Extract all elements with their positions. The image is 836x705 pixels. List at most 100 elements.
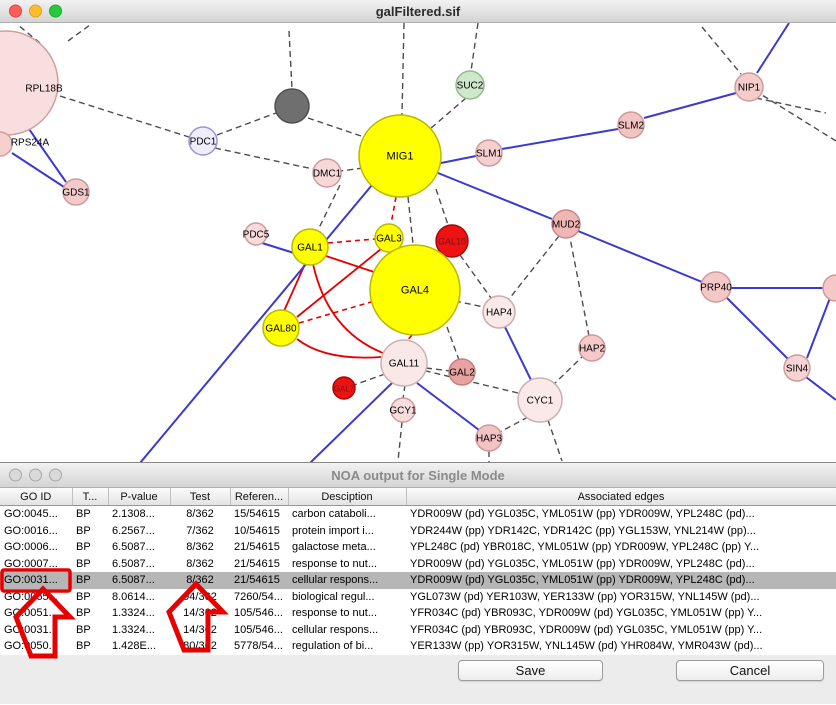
network-edge[interactable]: [312, 263, 384, 354]
network-edge[interactable]: [216, 112, 277, 136]
network-edge[interactable]: [425, 367, 451, 372]
network-window-titlebar[interactable]: galFiltered.sif: [0, 0, 836, 23]
cancel-button[interactable]: Cancel: [676, 660, 824, 681]
network-edge[interactable]: [470, 23, 479, 72]
network-node-gds1[interactable]: GDS1: [62, 178, 90, 206]
network-edge[interactable]: [59, 95, 190, 138]
network-edge[interactable]: [806, 297, 831, 359]
network-node-sin4[interactable]: SIN4: [783, 354, 811, 382]
network-edge[interactable]: [11, 152, 65, 188]
network-edge[interactable]: [726, 297, 789, 360]
network-edge[interactable]: [577, 230, 703, 283]
network-node-suc2[interactable]: SUC2: [455, 70, 485, 100]
network-edge[interactable]: [701, 26, 742, 75]
column-header-1[interactable]: T...: [72, 488, 109, 506]
network-edge[interactable]: [499, 416, 529, 433]
network-edge[interactable]: [296, 248, 382, 318]
network-edge[interactable]: [429, 97, 467, 130]
network-node-pdc1[interactable]: PDC1: [188, 126, 218, 156]
network-node-prp40[interactable]: PRP40: [700, 271, 732, 303]
network-edge[interactable]: [440, 155, 477, 164]
network-node-edge-node[interactable]: [822, 274, 836, 302]
minimize-button[interactable]: [29, 468, 42, 482]
network-node-hap4[interactable]: HAP4: [482, 295, 516, 329]
network-edge[interactable]: [261, 242, 295, 254]
network-edge[interactable]: [325, 255, 375, 273]
network-node-hap3[interactable]: HAP3: [475, 424, 503, 452]
network-node-mud2[interactable]: MUD2: [551, 209, 581, 239]
close-button[interactable]: [9, 468, 22, 482]
network-edge[interactable]: [327, 238, 376, 244]
zoom-button[interactable]: [49, 4, 62, 18]
column-header-5[interactable]: Desciption: [288, 488, 407, 506]
network-node-gal80[interactable]: GAL80: [262, 309, 300, 347]
noa-window-titlebar[interactable]: NOA output for Single Mode: [0, 463, 836, 488]
network-edge[interactable]: [755, 97, 827, 114]
network-node-cyc1[interactable]: CYC1: [517, 377, 563, 423]
network-node-gal10[interactable]: GAL10: [435, 224, 469, 258]
network-edge[interactable]: [501, 128, 619, 150]
network-node-nip1[interactable]: NIP1: [734, 72, 764, 102]
network-edge[interactable]: [288, 30, 293, 90]
network-node-gal1[interactable]: GAL1: [291, 228, 329, 266]
network-edge[interactable]: [309, 382, 393, 463]
network-edge[interactable]: [446, 326, 460, 361]
network-edge[interactable]: [317, 184, 341, 231]
column-header-0[interactable]: GO ID: [0, 488, 73, 506]
zoom-button[interactable]: [49, 468, 62, 482]
network-edge[interactable]: [390, 196, 397, 225]
minimize-button[interactable]: [29, 4, 42, 18]
network-edge[interactable]: [805, 376, 836, 401]
network-node-hap2[interactable]: HAP2: [578, 334, 606, 362]
column-header-3[interactable]: Test: [170, 488, 231, 506]
column-header-4[interactable]: Referen...: [230, 488, 289, 506]
network-node-gal11[interactable]: GAL11: [380, 339, 428, 387]
network-edge[interactable]: [761, 94, 836, 142]
column-header-6[interactable]: Associated edges: [406, 488, 836, 506]
network-edge[interactable]: [504, 326, 532, 381]
network-edge[interactable]: [643, 92, 737, 119]
network-edge[interactable]: [508, 235, 560, 300]
network-edge[interactable]: [454, 300, 485, 308]
network-node-rps24a[interactable]: RPS24A: [0, 131, 50, 157]
network-edge[interactable]: [353, 373, 386, 386]
network-edge[interactable]: [402, 384, 406, 400]
network-edge[interactable]: [139, 184, 373, 463]
network-edge[interactable]: [214, 147, 314, 170]
network-edge[interactable]: [296, 338, 382, 359]
network-edge[interactable]: [401, 23, 405, 116]
network-node-gray-node[interactable]: [274, 88, 310, 124]
network-edge[interactable]: [397, 421, 403, 462]
save-button[interactable]: Save: [458, 660, 603, 681]
network-node-gal2[interactable]: GAL2: [448, 358, 476, 386]
network-edge[interactable]: [569, 237, 590, 337]
network-node-pdc5[interactable]: PDC5: [243, 222, 270, 246]
network-edge[interactable]: [407, 196, 414, 245]
network-node-gal4[interactable]: GAL4: [369, 244, 461, 336]
network-node-slm2[interactable]: SLM2: [617, 111, 645, 139]
network-edge[interactable]: [756, 23, 790, 74]
network-edge[interactable]: [340, 167, 364, 172]
network-edge[interactable]: [307, 117, 368, 139]
network-edge[interactable]: [547, 419, 563, 462]
network-node-slm1[interactable]: SLM1: [475, 139, 503, 167]
network-edge[interactable]: [283, 263, 306, 312]
close-button[interactable]: [9, 4, 22, 18]
network-edge[interactable]: [67, 24, 91, 42]
network-edge[interactable]: [437, 172, 553, 220]
network-edge[interactable]: [435, 188, 449, 226]
network-node-gcy1[interactable]: GCY1: [389, 397, 417, 423]
network-edge[interactable]: [459, 254, 492, 299]
network-edge[interactable]: [551, 355, 584, 387]
network-node-dmc1[interactable]: DMC1: [312, 158, 342, 188]
network-edge[interactable]: [298, 301, 372, 324]
